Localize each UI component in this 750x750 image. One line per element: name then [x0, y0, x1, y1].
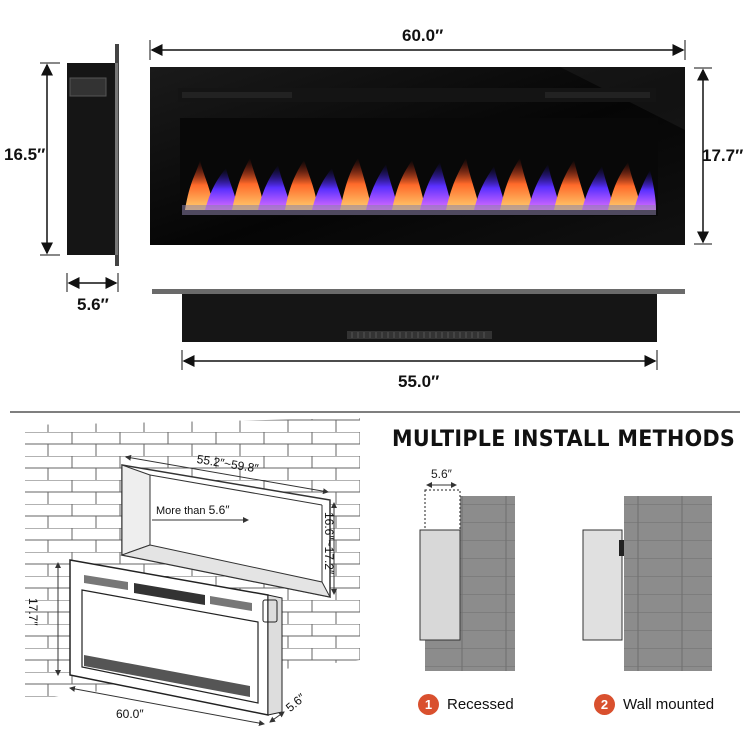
side-depth-dimension [66, 273, 119, 292]
bottom-width-dimension [181, 350, 658, 370]
side-view [67, 44, 119, 266]
recessed-illustration [419, 482, 515, 671]
front-view [150, 67, 685, 245]
method-wall-mounted: 2 Wall mounted [594, 694, 714, 715]
front-height-dimension [694, 67, 712, 245]
method-recessed: 1 Recessed [418, 694, 514, 715]
method-number-badge: 1 [418, 694, 439, 715]
opening-dimension-lines [125, 454, 337, 595]
opening-depth-label: More than 5.6″ [156, 503, 230, 517]
front-height-label: 17.7″ [702, 146, 744, 165]
recess-depth-label: 5.6″ [431, 467, 452, 481]
install-methods-heading: MULTIPLE INSTALL METHODS [392, 427, 736, 452]
unit-width-label: 60.0″ [116, 707, 144, 721]
unit-dimension-lines [55, 562, 285, 727]
unit-height-label: 17.7″ [26, 598, 40, 626]
bottom-width-label: 55.0″ [398, 372, 440, 391]
side-depth-label: 5.6″ [77, 295, 109, 314]
opening-depth-value: 5.6″ [208, 503, 230, 517]
front-width-label: 60.0″ [402, 26, 444, 45]
flames [185, 158, 656, 210]
wall-mounted-illustration [582, 496, 712, 671]
method-number-badge: 2 [594, 694, 615, 715]
bottom-view [152, 289, 685, 342]
method-label: Wall mounted [623, 696, 715, 713]
method-label: Recessed [447, 696, 514, 713]
side-height-label: 16.5″ [4, 145, 46, 164]
opening-height-label: 16.6″~17.2″ [322, 512, 336, 575]
front-width-dimension [149, 40, 686, 60]
side-height-dimension [40, 62, 60, 256]
opening-depth-text: More than [156, 505, 206, 517]
